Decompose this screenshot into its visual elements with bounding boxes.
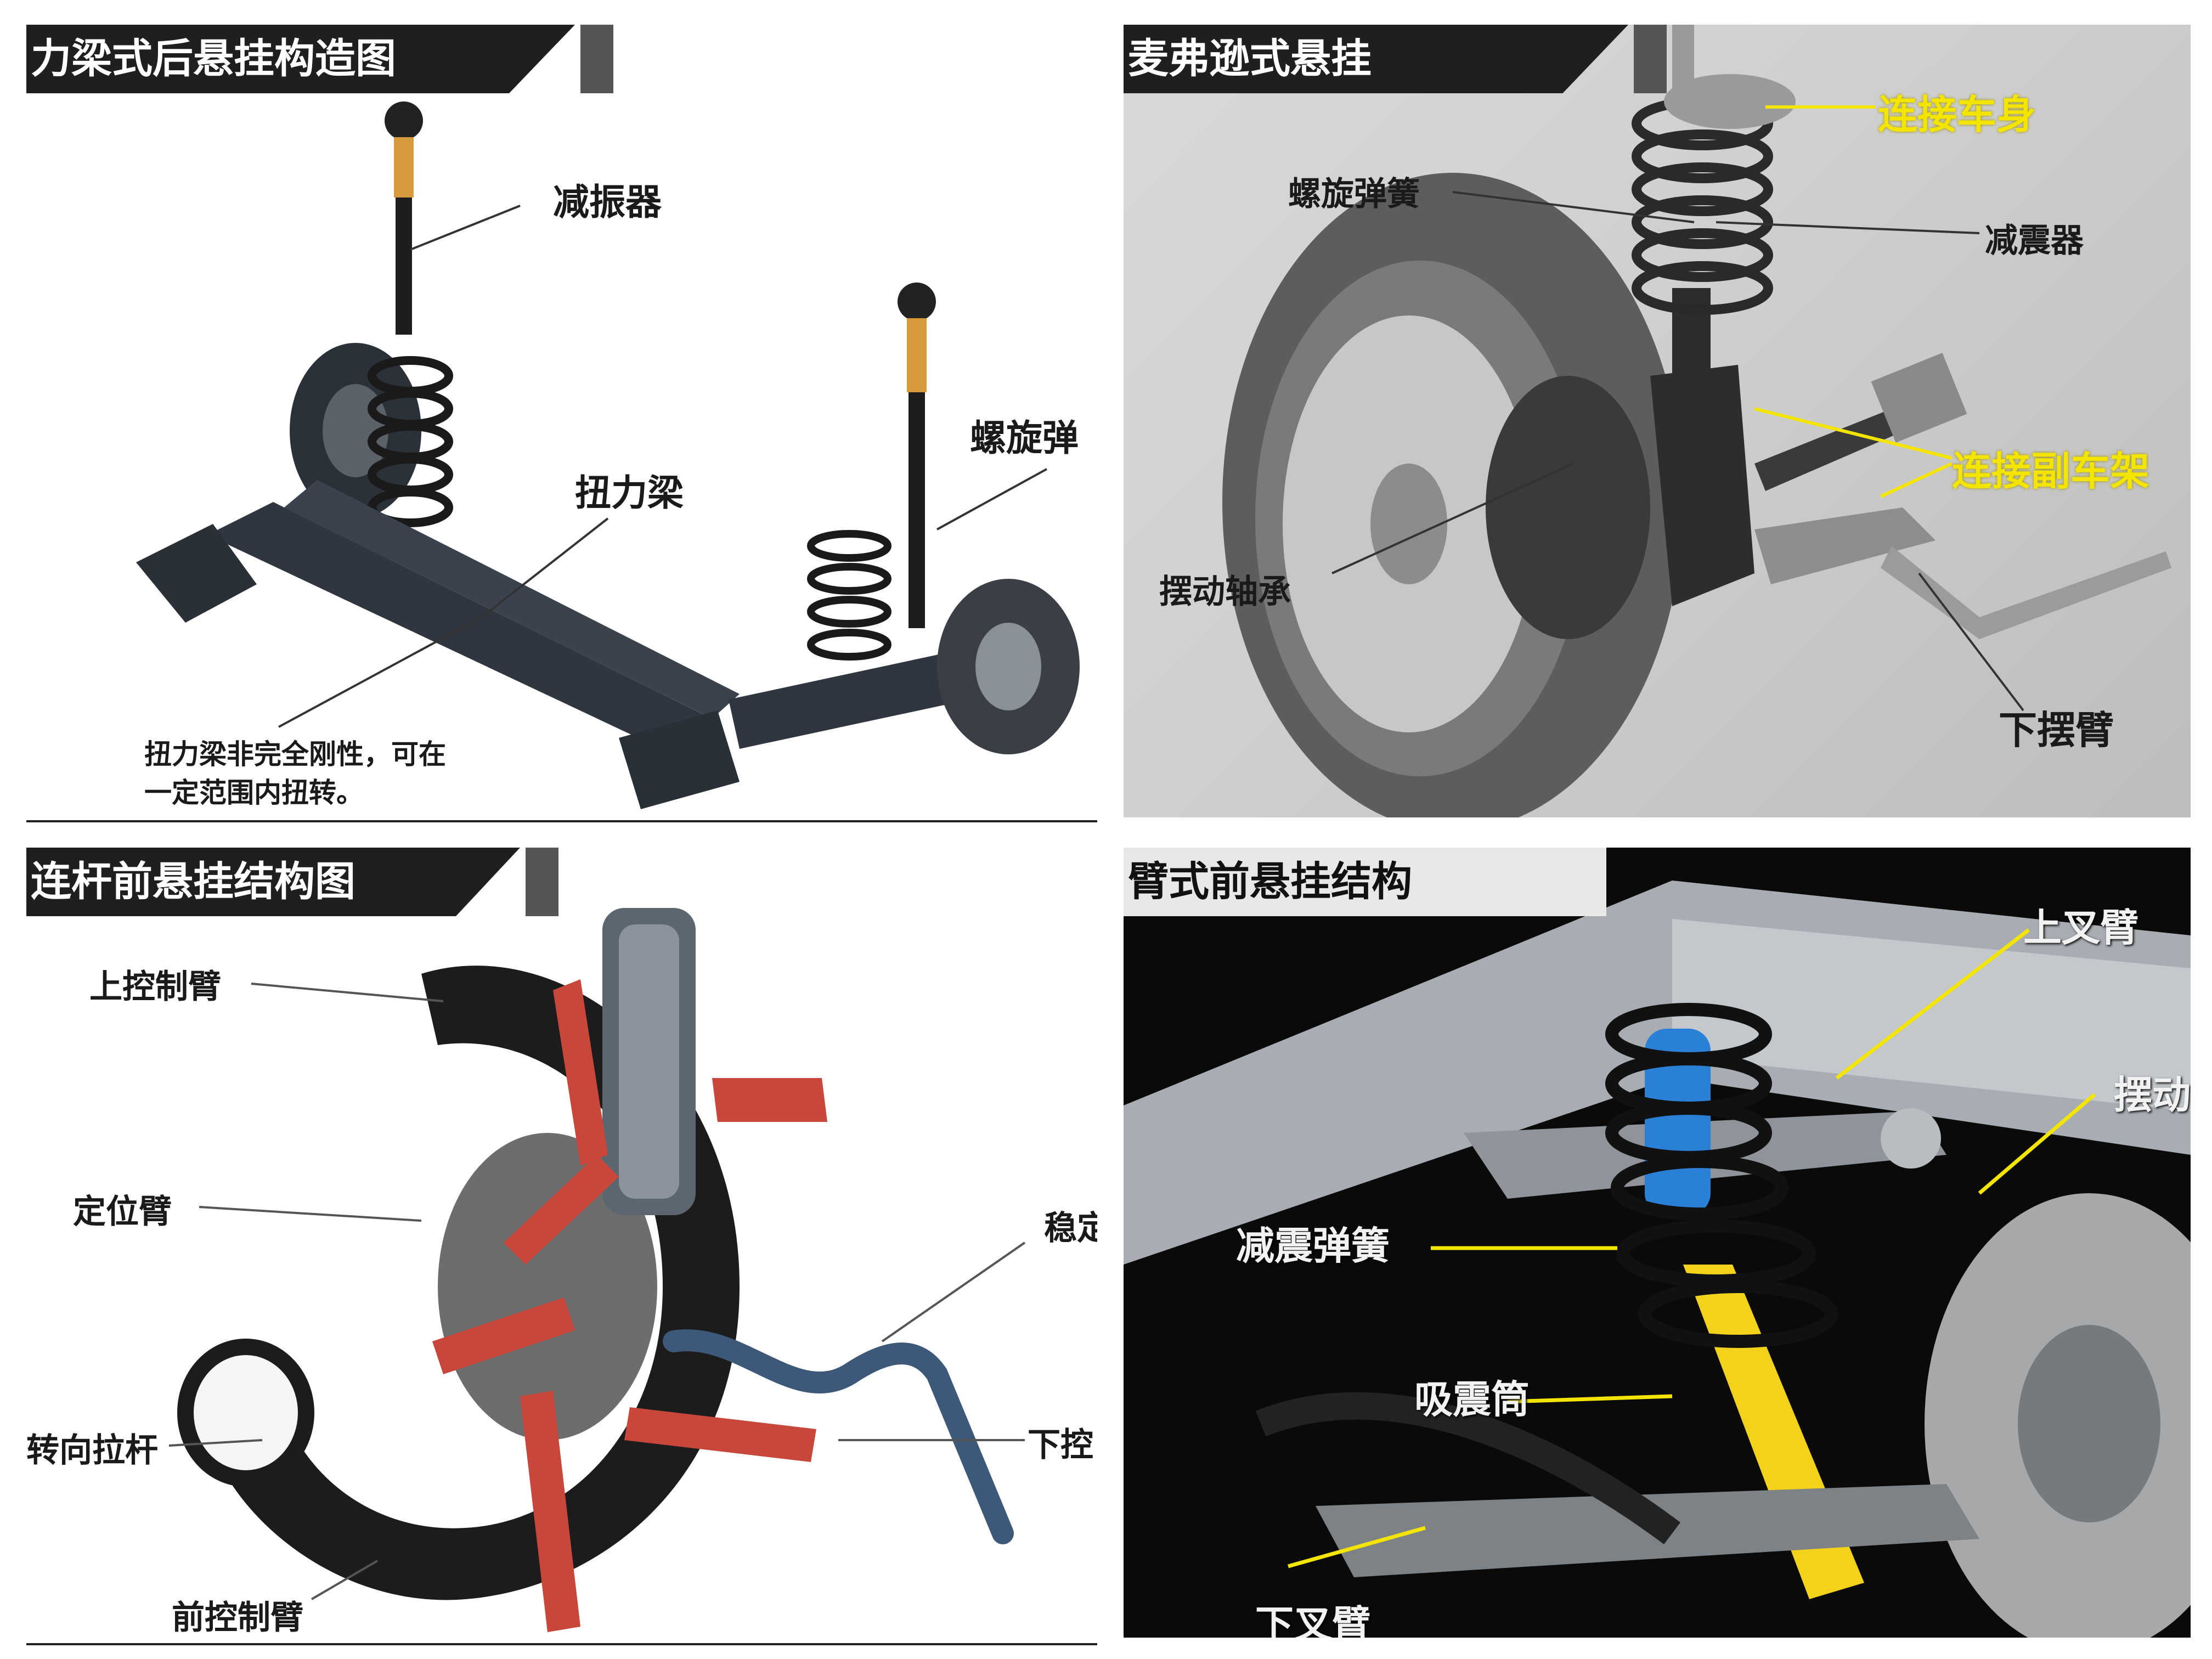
label-coil-spring: 螺旋弹簧: [1288, 175, 1420, 213]
left-shock-body: [396, 198, 412, 335]
label-lower-wishbone: 下叉臂: [1255, 1602, 1370, 1638]
torsion-beam-illustration: [136, 101, 1080, 809]
control-arms: [432, 979, 827, 1632]
leader-lines: [168, 983, 1026, 1600]
tire-section: [177, 1339, 314, 1487]
label-damper-spring: 减震弹簧: [1236, 1223, 1390, 1268]
right-coil-spring: [807, 530, 891, 661]
label-shock-tube: 吸震筒: [1414, 1377, 1530, 1422]
panel-double-wishbone: 臂式前悬挂结构 上叉臂 摆动 减震弹簧 吸震筒 下叉臂: [1124, 848, 2191, 1638]
label-torsion-beam: 扭力梁: [575, 472, 684, 514]
frame-rail-top: [1672, 919, 2191, 1111]
right-hub: [975, 623, 1041, 710]
right-trailing-arm: [729, 650, 970, 749]
panel-multilink: 连杆前悬挂结构图 上控制臂 定位臂 稳定 转向拉杆 下控 前控制臂: [26, 848, 1097, 1645]
banner-stripe: [1634, 25, 1667, 93]
label-lower-arm: 下摆臂: [1999, 708, 2114, 753]
stabilizer-link: [1881, 546, 2171, 639]
label-swing-bearing: 摆动轴承: [1159, 573, 1291, 611]
label-shock-absorber: 减震器: [1985, 222, 2084, 260]
brake-disc: [1486, 376, 1650, 639]
damper-coil-spring: [1605, 1003, 1838, 1348]
label-connect-body: 连接车身: [1878, 92, 2036, 138]
drive-shaft: [1754, 398, 1930, 491]
banner-stripe: [580, 25, 613, 93]
double-wishbone-illustration: [1124, 881, 2191, 1638]
macpherson-illustration: [1222, 74, 2171, 817]
label-front-control-arm: 前控制臂: [172, 1599, 303, 1637]
panel-title: 臂式前悬挂结构: [1124, 848, 1606, 916]
upper-ball-joint: [1881, 1108, 1941, 1169]
label-tie-rod: 转向拉杆: [26, 1431, 158, 1470]
macpherson-coil-spring: [1632, 97, 1773, 315]
top-mount: [1664, 74, 1796, 129]
leader-lines-yellow: [1288, 928, 2096, 1568]
leader-lines-dark: [1331, 191, 2024, 712]
torsion-beam-top: [284, 480, 740, 719]
right-mount-bracket: [619, 710, 740, 809]
brake-rotor: [438, 1133, 657, 1440]
stabilizer-bar: [663, 1329, 1014, 1544]
label-swing: 摆动: [2114, 1073, 2191, 1118]
cv-joint: [1871, 353, 1967, 443]
panel-title: 连杆前悬挂结构图: [26, 848, 520, 916]
multilink-illustration: [168, 908, 1026, 1632]
hub: [2018, 1325, 2160, 1522]
knuckle: [1650, 365, 1754, 606]
label-connect-subframe: 连接副车架: [1952, 448, 2150, 494]
note-line-1: 扭力梁非完全刚性，可在: [144, 738, 446, 770]
label-shock-absorber: 减振器: [553, 181, 662, 223]
left-shock-mount: [385, 101, 423, 140]
rim-hub: [1370, 464, 1447, 584]
lower-control-arm: [1754, 507, 1936, 584]
banner-stripe: [526, 848, 558, 916]
label-upper-control-arm: 上控制臂: [89, 968, 221, 1006]
label-lower-control: 下控: [1028, 1426, 1093, 1464]
panel-title: 力梁式后悬挂构造图: [26, 25, 575, 93]
panel-title: 麦弗逊式悬挂: [1124, 25, 1628, 93]
strut-highlight: [619, 924, 679, 1199]
label-stabilizer: 稳定: [1044, 1209, 1097, 1248]
label-upper-wishbone: 上叉臂: [2023, 905, 2138, 950]
left-shock-bumper: [394, 137, 414, 198]
right-shock-bumper: [907, 318, 927, 392]
torsion-beam: [207, 502, 718, 760]
panel-macpherson: 麦弗逊式悬挂 连接车身 螺旋弹簧 减震器 连接副车架 摆动轴承 下摆臂: [1124, 25, 2191, 817]
label-coil-spring: 螺旋弹: [970, 417, 1079, 459]
right-shock-body: [909, 392, 925, 628]
left-coil-spring: [368, 356, 453, 527]
note-line-2: 一定范围内扭转。: [144, 777, 364, 809]
leader-lines-yellow: [1754, 105, 1953, 498]
leader-lines: [278, 205, 1047, 728]
panel-torsion-beam: 力梁式后悬挂构造图 减振器 扭力梁 螺旋弹 扭力梁非完全刚性，可在 一定范围内扭…: [26, 25, 1097, 822]
right-shock-mount: [898, 283, 936, 321]
banner-stripe-light: [1672, 25, 1694, 93]
steering-boot: [1255, 1392, 1680, 1545]
label-locating-arm: 定位臂: [73, 1193, 172, 1231]
left-mount-bracket: [136, 524, 257, 623]
